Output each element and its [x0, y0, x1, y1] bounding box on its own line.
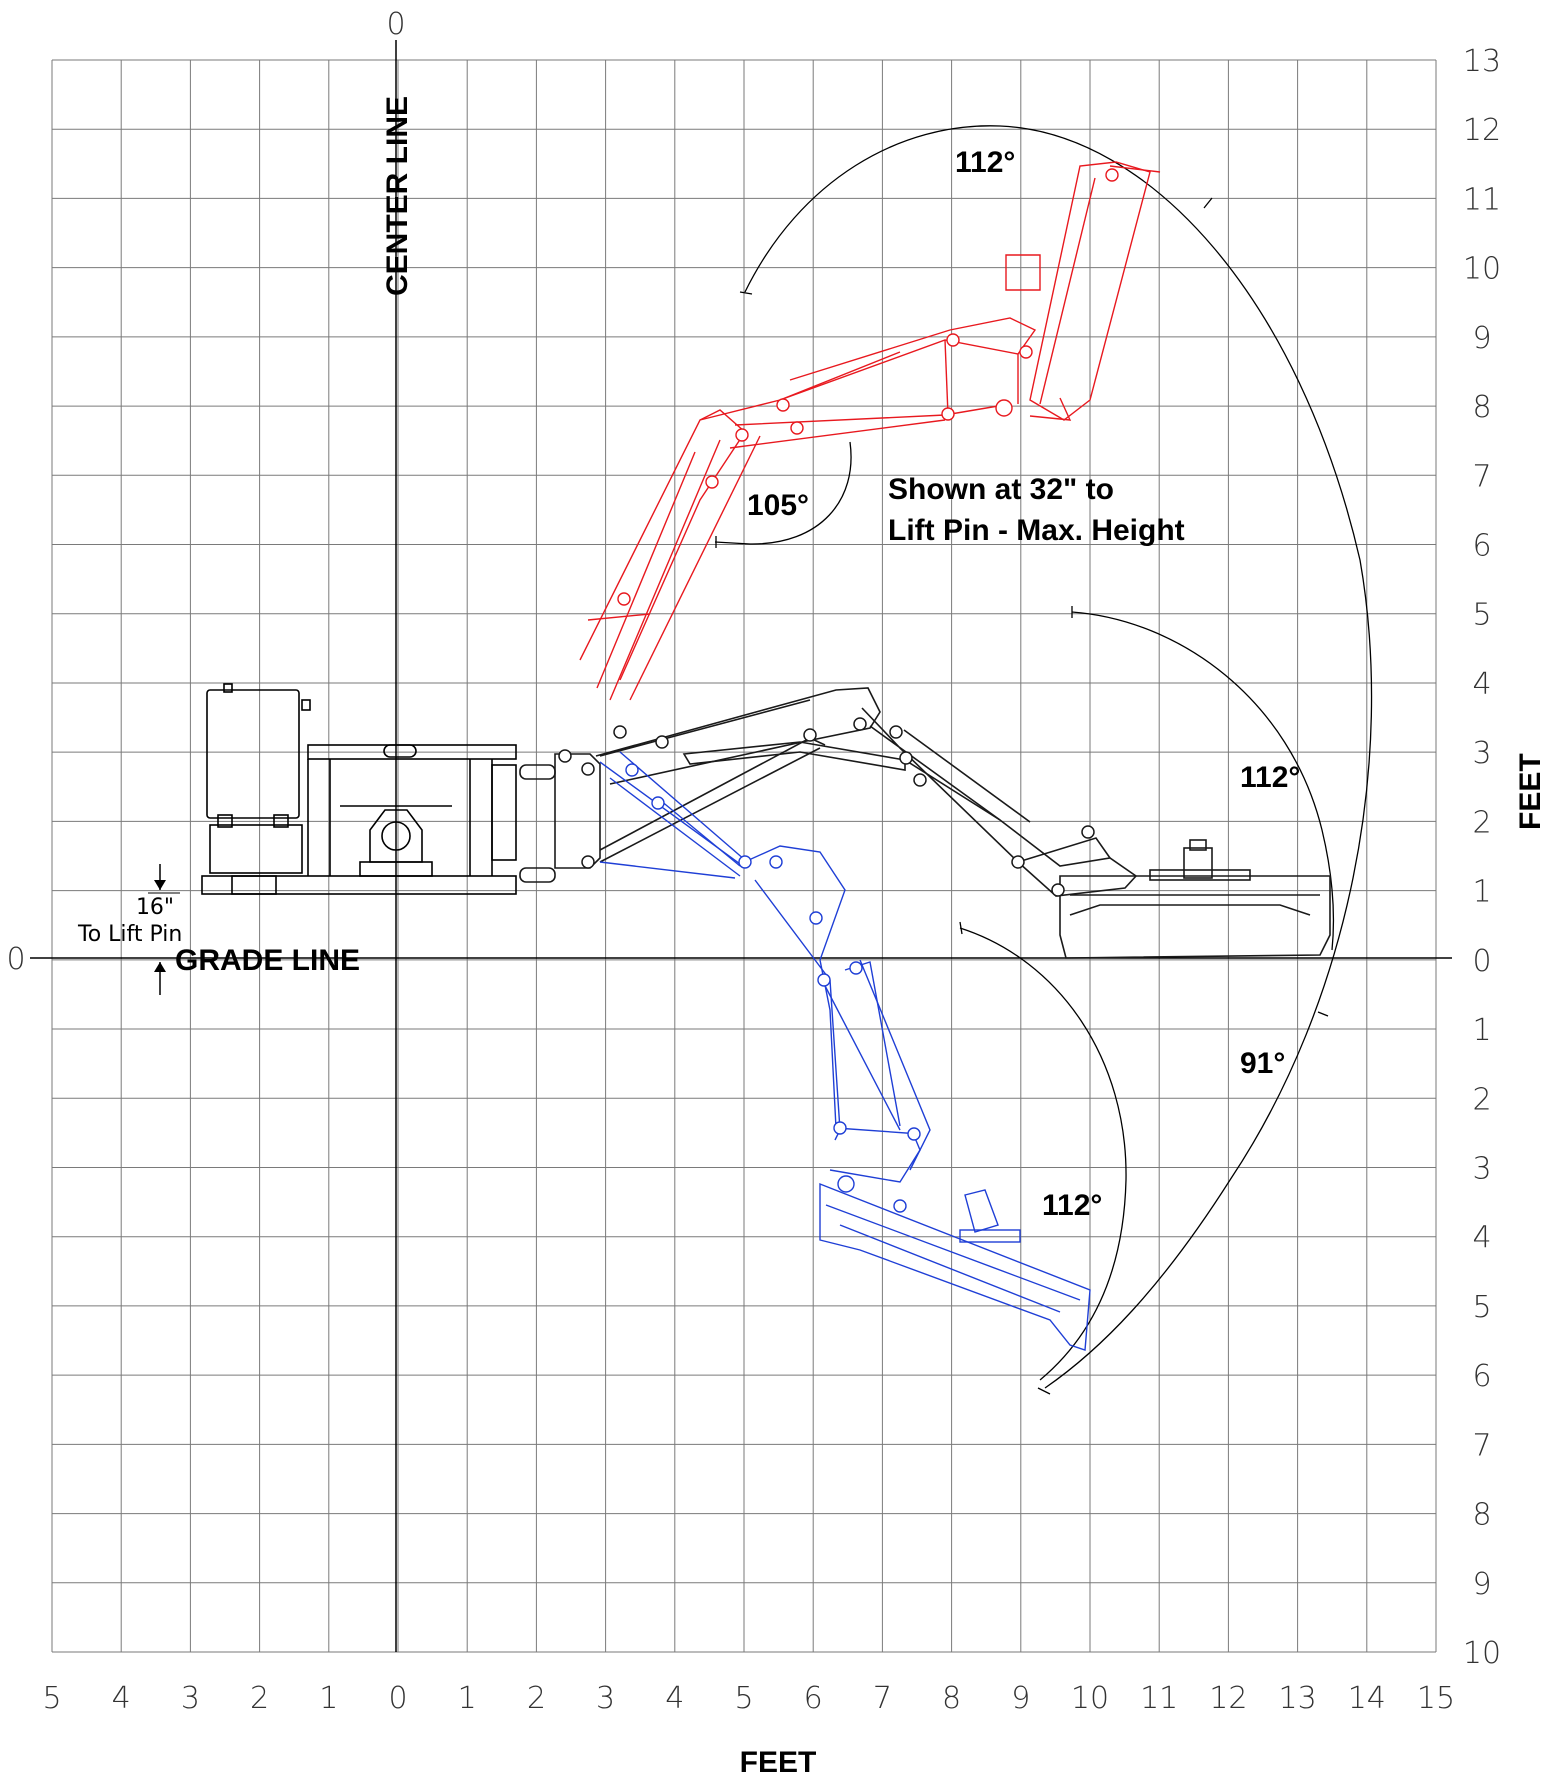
blue-arm-pins — [625, 763, 921, 1213]
grade-line-label: GRADE LINE — [175, 944, 360, 977]
x-tick-label: 7 — [873, 1681, 892, 1716]
y-tick-label: 9 — [1472, 1567, 1491, 1602]
x-tick-label: 2 — [250, 1681, 269, 1716]
x-tick-label: 3 — [596, 1681, 615, 1716]
x-tick-label: 5 — [734, 1681, 753, 1716]
x-tick-label: 3 — [181, 1681, 200, 1716]
x-tick-label: 14 — [1348, 1681, 1386, 1716]
angle-blue-bottom: 112° — [1042, 1189, 1102, 1222]
y-tick-label: 2 — [1472, 805, 1491, 840]
y-tick-label: 11 — [1463, 182, 1501, 217]
y-tick-label: 10 — [1463, 252, 1501, 287]
note-line-2: Lift Pin - Max. Height — [888, 514, 1185, 547]
y-tick-label: 12 — [1463, 113, 1501, 148]
x-tick-label: 12 — [1209, 1681, 1247, 1716]
x-tick-label: 6 — [804, 1681, 823, 1716]
angle-lower-right: 91° — [1240, 1047, 1285, 1080]
x-tick-label: 13 — [1279, 1681, 1317, 1716]
top-zero-label: 0 — [386, 7, 405, 42]
blue-boom-arm — [599, 751, 1091, 1351]
y-tick-label: 5 — [1472, 598, 1491, 633]
angle-red-elbow: 105° — [747, 489, 809, 522]
left-zero-label: 0 — [6, 942, 25, 977]
tractor-mount — [201, 683, 517, 895]
blue-swing-arc — [959, 927, 1127, 1381]
x-tick-label: 1 — [319, 1681, 338, 1716]
y-tick-label: 1 — [1472, 875, 1491, 910]
angle-gray-right: 112° — [1240, 761, 1300, 794]
angle-top-arc: 112° — [955, 146, 1015, 179]
y-tick-label: 3 — [1472, 736, 1491, 771]
y-tick-label: 8 — [1472, 390, 1491, 425]
y-tick-label: 10 — [1463, 1636, 1501, 1671]
y-tick-label: 1 — [1472, 1013, 1491, 1048]
lift-pin-dim-value: 16" — [136, 895, 174, 920]
x-tick-label: 10 — [1071, 1681, 1109, 1716]
x-tick-label: 2 — [527, 1681, 546, 1716]
axes — [30, 40, 1452, 1652]
x-tick-label: 4 — [665, 1681, 684, 1716]
gray-swing-arc — [1071, 611, 1335, 951]
y-tick-label: 0 — [1472, 944, 1491, 979]
red-elbow-arc — [714, 441, 852, 545]
outer-reach-arc — [744, 125, 1373, 1389]
y-tick-label: 9 — [1472, 321, 1491, 356]
gray-arm-pins — [558, 717, 1095, 897]
y-tick-label: 4 — [1472, 1221, 1491, 1256]
center-line-label: CENTER LINE — [381, 96, 414, 296]
y-tick-label: 7 — [1472, 1428, 1491, 1463]
y-tick-label: 4 — [1472, 667, 1491, 702]
red-boom-arm — [579, 161, 1161, 701]
x-tick-label: 1 — [458, 1681, 477, 1716]
gray-boom-arm — [519, 687, 1331, 959]
x-tick-label: 8 — [942, 1681, 961, 1716]
y-tick-label: 6 — [1472, 1359, 1491, 1394]
y-tick-label: 8 — [1472, 1498, 1491, 1533]
x-tick-label: 11 — [1140, 1681, 1178, 1716]
feet-bottom-label: FEET — [740, 1746, 817, 1779]
lift-pin-dim-text: To Lift Pin — [77, 922, 182, 947]
lift-pin-dimension: 16" To Lift Pin — [77, 864, 182, 995]
x-tick-label: 0 — [388, 1681, 407, 1716]
note-line-1: Shown at 32" to — [888, 473, 1114, 506]
x-tick-label: 4 — [112, 1681, 131, 1716]
grid — [51, 59, 1437, 1653]
y-tick-label: 13 — [1463, 44, 1501, 79]
y-tick-label: 5 — [1472, 1290, 1491, 1325]
y-tick-label: 6 — [1472, 529, 1491, 564]
red-arm-pins — [617, 168, 1119, 606]
reach-arcs — [714, 125, 1373, 1395]
x-tick-label: 9 — [1011, 1681, 1030, 1716]
y-tick-label: 2 — [1472, 1082, 1491, 1117]
x-tick-label: 5 — [42, 1681, 61, 1716]
y-tick-label: 7 — [1472, 459, 1491, 494]
feet-right-label: FEET — [1514, 753, 1547, 830]
x-tick-label: 15 — [1417, 1681, 1455, 1716]
y-tick-label: 3 — [1472, 1151, 1491, 1186]
